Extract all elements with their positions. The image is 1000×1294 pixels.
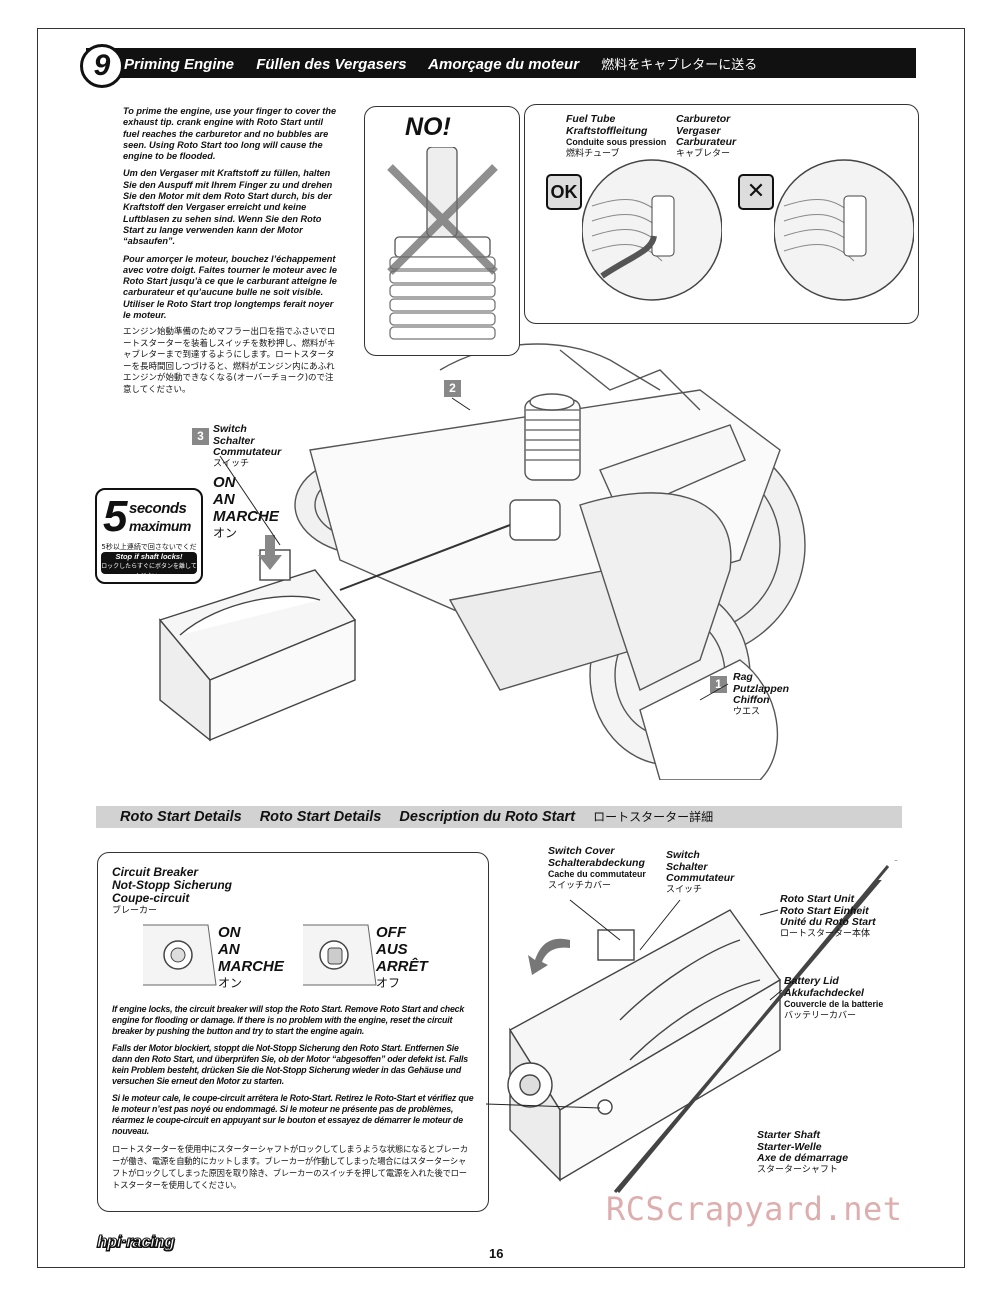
- roto-start-unit-illustration: [507, 880, 882, 1193]
- circuit-breaker-panel: [97, 852, 489, 1212]
- carburetor-ok-illustration: [582, 159, 722, 301]
- breaker-off-label: OFF AUS ARRÊT オフ: [376, 924, 428, 990]
- circuit-breaker-text: If engine locks, the circuit breaker wil…: [112, 1004, 474, 1190]
- title-de: Füllen des Vergasers: [256, 56, 407, 73]
- page-frame: [37, 28, 965, 1268]
- switch-cover-label: Switch Cover Schalterabdeckung Cache du …: [548, 845, 646, 891]
- hpi-racing-logo: hpi·racing: [96, 1232, 175, 1252]
- step-header-bar: [86, 48, 916, 78]
- callout-2-badge: 2: [444, 380, 461, 397]
- rotate-arrow-icon: [528, 938, 570, 975]
- intro-jp: エンジン始動準備のためマフラー出口を指でふさいでロートスターターを装着しスイッチ…: [123, 327, 336, 395]
- switch-callout-label: Switch Schalter Commutateur スイッチ: [213, 423, 282, 469]
- stop-warning: Stop if shaft locks! ロックしたらすぐにボタンを離してくださ…: [101, 552, 197, 580]
- switch-on-label: ON AN MARCHE オン: [213, 474, 279, 540]
- five-seconds-warning: 5 seconds maximum 5秒以上連続で回さないでください。 Stop…: [95, 488, 203, 584]
- title-fr: Amorçage du moteur: [428, 56, 580, 73]
- breaker-on-label: ON AN MARCHE オン: [218, 924, 284, 990]
- five-number: 5: [103, 492, 128, 541]
- callout-1-badge: 1: [710, 676, 727, 693]
- roto-switch-label: Switch Schalter Commutateur スイッチ: [666, 849, 735, 895]
- roto-start-handheld: [158, 549, 357, 742]
- subsection-title: Roto Start Details Roto Start Details De…: [120, 809, 714, 825]
- subsection-bar: [96, 806, 902, 828]
- starter-shaft-label: Starter Shaft Starter-Welle Axe de démar…: [757, 1129, 849, 1175]
- title-en: Priming Engine: [124, 56, 235, 73]
- intro-text: To prime the engine, use your finger to …: [123, 106, 341, 402]
- breaker-on-illustration: [143, 924, 217, 986]
- carburetor-wrong-illustration: [774, 159, 914, 301]
- roto-unit-label: Roto Start Unit Roto Start Einheit Unité…: [780, 893, 876, 939]
- five-line2: maximum: [129, 518, 191, 534]
- step-number: 9: [80, 44, 124, 88]
- page-number: 16: [489, 1246, 504, 1261]
- cross-icon: [387, 164, 498, 275]
- rag-callout-label: Rag Putzlappen Chiffon ウエス: [733, 671, 790, 717]
- ok-badge: OK: [546, 174, 582, 210]
- no-label: NO!: [405, 113, 451, 141]
- watermark: RCScrapyard.net: [606, 1190, 903, 1228]
- battery-lid-label: Battery Lid Akkufachdeckel Couvercle de …: [784, 975, 884, 1021]
- breaker-off-illustration: [303, 924, 377, 986]
- truck-engine-illustration: [158, 343, 806, 780]
- intro-de: Um den Vergaser mit Kraftstoff zu füllen…: [123, 168, 333, 247]
- circuit-breaker-title: Circuit Breaker Not-Stopp Sicherung Coup…: [112, 865, 232, 917]
- fuel-tube-label: Fuel Tube Kraftstoffleitung Conduite sou…: [566, 113, 667, 159]
- push-arrow-icon: [258, 535, 282, 570]
- wrong-cylinder-illustration: [387, 147, 498, 340]
- title-jp: 燃料をキャブレターに送る: [601, 58, 758, 73]
- intro-fr: Pour amorçer le moteur, bouchez l’échapp…: [123, 253, 337, 321]
- step-title: Priming Engine Füllen des Vergasers Amor…: [124, 54, 775, 73]
- intro-en: To prime the engine, use your finger to …: [123, 106, 337, 162]
- carburetor-label: Carburetor Vergaser Carburateur キャブレター: [676, 113, 737, 159]
- no-panel: NO!: [364, 106, 520, 356]
- x-badge: ✕: [738, 174, 774, 210]
- shaft-illustration: [616, 860, 899, 1193]
- five-line1: seconds: [129, 500, 187, 517]
- callout-3-badge: 3: [192, 428, 209, 445]
